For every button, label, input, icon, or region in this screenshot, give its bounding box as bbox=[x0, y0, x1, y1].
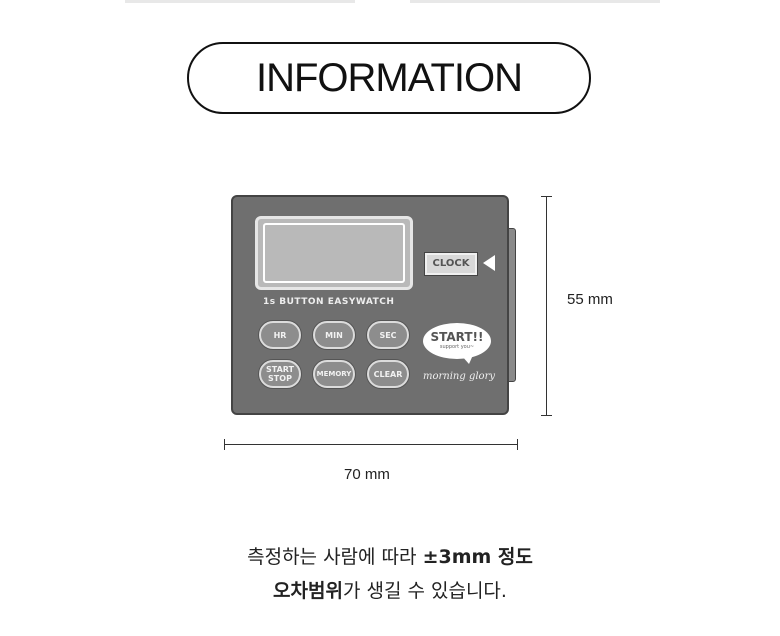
start-stop-button: START STOP bbox=[259, 360, 301, 388]
start-speech-badge: START!! support you~ bbox=[423, 323, 491, 359]
lcd-display bbox=[255, 216, 413, 290]
note-line2-bold: 오차범위 bbox=[273, 580, 343, 602]
memory-button: MEMORY bbox=[313, 360, 355, 388]
brand-label: 1s BUTTON EASYWATCH bbox=[263, 297, 395, 307]
top-divider-right bbox=[410, 0, 660, 3]
width-dimension-line bbox=[224, 444, 518, 445]
tolerance-note-line1: 측정하는 사람에 따라 ±3mm 정도 bbox=[0, 542, 780, 569]
hr-button: HR bbox=[259, 321, 301, 349]
clock-button: CLOCK bbox=[424, 252, 478, 276]
information-header: INFORMATION bbox=[187, 42, 591, 114]
height-dimension-cap-bottom bbox=[541, 415, 552, 416]
height-dimension-cap-top bbox=[541, 196, 552, 197]
sec-button: SEC bbox=[367, 321, 409, 349]
badge-title: START!! bbox=[430, 330, 484, 344]
clock-pointer-icon bbox=[483, 255, 495, 271]
height-dimension-line bbox=[546, 196, 547, 416]
height-label: 55 mm bbox=[567, 291, 613, 308]
clear-button: CLEAR bbox=[367, 360, 409, 388]
min-button: MIN bbox=[313, 321, 355, 349]
note-line1-bold: ±3mm 정도 bbox=[422, 546, 533, 568]
badge-tail bbox=[461, 355, 473, 364]
width-label: 70 mm bbox=[344, 466, 390, 483]
tolerance-note-line2: 오차범위가 생길 수 있습니다. bbox=[0, 576, 780, 603]
lcd-inner-frame bbox=[263, 223, 405, 283]
badge-subtitle: support you~ bbox=[439, 344, 475, 350]
width-dimension-cap-right bbox=[517, 439, 518, 450]
note-line1-prefix: 측정하는 사람에 따라 bbox=[247, 546, 423, 568]
note-line2-suffix: 가 생길 수 있습니다. bbox=[342, 580, 507, 602]
timer-device-illustration: CLOCK 1s BUTTON EASYWATCH HR MIN SEC STA… bbox=[231, 195, 509, 415]
information-title: INFORMATION bbox=[255, 55, 523, 100]
morning-glory-logo: morning glory bbox=[423, 371, 495, 382]
top-divider-left bbox=[125, 0, 355, 3]
width-dimension-cap-left bbox=[224, 439, 225, 450]
